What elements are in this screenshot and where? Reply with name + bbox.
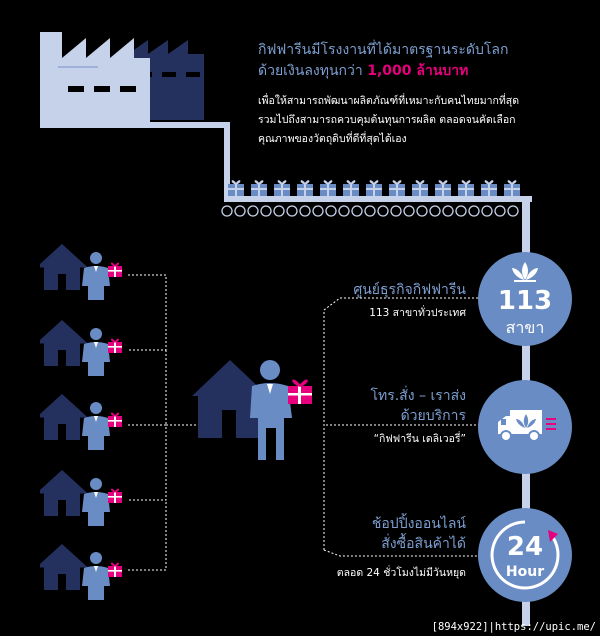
delivery-title-line2: ด้วยบริการ <box>400 408 466 424</box>
branches-badge: 113 สาขา <box>478 252 572 346</box>
factory-illustration <box>40 32 204 124</box>
central-house-person <box>192 360 312 460</box>
feature-online-subtitle: ตลอด 24 ชั่วโมงไม่มีวันหยุด <box>336 567 466 579</box>
customer-house-3 <box>40 394 124 452</box>
online-title-line2: สั่งซื้อสินค้าได้ <box>381 536 466 552</box>
delivery-badge <box>478 380 572 474</box>
gift-box-icon <box>273 180 291 197</box>
gift-box-icon <box>457 180 475 197</box>
gift-box-icon <box>227 180 245 197</box>
online-hours-label: Hour <box>505 564 545 580</box>
delivery-title-line1: โทร.สั่ง – เราส่ง <box>370 388 466 404</box>
clock-24-icon <box>490 520 560 590</box>
factory-front-icon <box>40 32 150 124</box>
customer-house-5 <box>40 544 124 602</box>
online-hours-number: 24 <box>506 532 544 562</box>
gift-box-icon <box>296 180 314 197</box>
giffarine-logo-icon <box>512 262 538 282</box>
factory-heading-line2: ด้วยเงินลงทุนกว่า 1,000 ล้านบาท <box>258 61 588 82</box>
feature-branches-title: ศูนย์ธุรกิจกิฟฟารีน <box>353 282 466 298</box>
factory-heading-line1: กิฟฟารีนมีโรงงานที่ได้มาตรฐานระดับโลก <box>258 42 509 58</box>
gift-box-icon <box>388 180 406 197</box>
gift-box-icon <box>411 180 429 197</box>
feature-delivery-title: โทร.สั่ง – เราส่ง ด้วยบริการ <box>206 386 466 426</box>
online-title-line1: ช้อปปิ้งออนไลน์ <box>371 516 466 532</box>
customer-house-2 <box>40 320 124 378</box>
feature-delivery-subtitle: “กิฟฟารีน เดลิเวอรี่” <box>373 433 466 445</box>
gift-box-row <box>227 180 521 197</box>
conveyor-rollers <box>221 205 519 217</box>
gift-box-icon <box>319 180 337 197</box>
customer-house-4 <box>40 470 124 528</box>
factory-body-line1: เพื่อให้สามารถพัฒนาผลิตภัณฑ์ที่เหมาะกับค… <box>258 95 520 107</box>
gift-box-icon <box>434 180 452 197</box>
factory-body-line2: รวมไปถึงสามารถควบคุมต้นทุนการผลิต ตลอดจน… <box>258 114 516 126</box>
delivery-truck-icon <box>498 410 556 442</box>
customer-house-1 <box>40 244 124 302</box>
feature-online-title: ช้อปปิ้งออนไลน์ สั่งซื้อสินค้าได้ <box>206 514 466 554</box>
feature-branches-subtitle: 113 สาขาทั่วประเทศ <box>369 307 466 319</box>
gift-box-icon <box>250 180 268 197</box>
factory-body: เพื่อให้สามารถพัฒนาผลิตภัณฑ์ที่เหมาะกับค… <box>258 92 588 149</box>
investment-amount: 1,000 ล้านบาท <box>367 63 469 79</box>
watermark: [894x922]|https://upic.me/ <box>431 621 596 633</box>
branches-label: สาขา <box>505 318 545 337</box>
gift-box-icon <box>480 180 498 197</box>
branches-number: 113 <box>497 286 553 316</box>
gift-box-icon <box>365 180 383 197</box>
gift-box-icon <box>288 379 312 404</box>
online-24h-badge: 24 Hour <box>478 508 572 602</box>
factory-body-line3: คุณภาพของวัตถุดิบที่ดีที่สุดได้เอง <box>258 133 407 145</box>
factory-heading: กิฟฟารีนมีโรงงานที่ได้มาตรฐานระดับโลก ด้… <box>258 40 588 82</box>
gift-box-icon <box>503 180 521 197</box>
heading-prefix: ด้วยเงินลงทุนกว่า <box>258 63 368 79</box>
gift-box-icon <box>342 180 360 197</box>
